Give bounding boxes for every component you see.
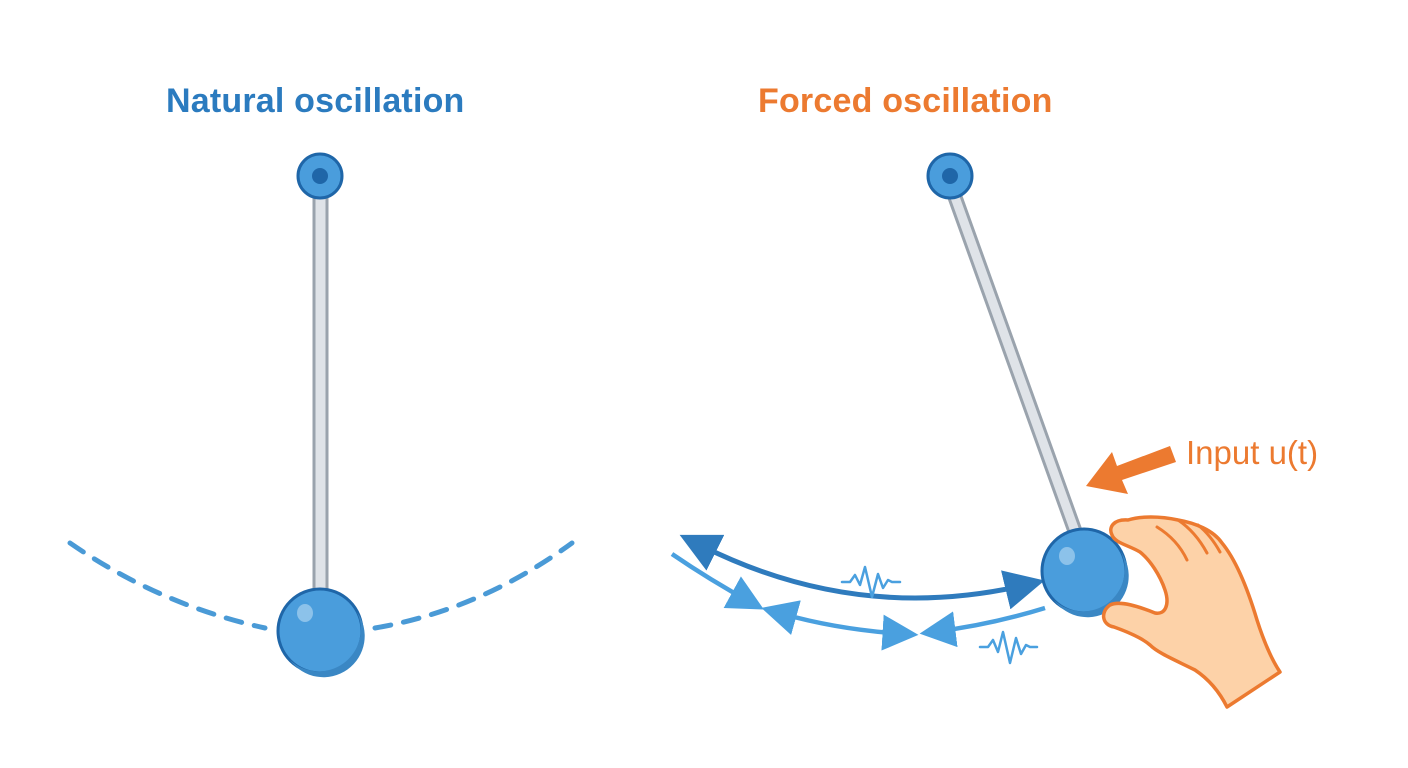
input-label: Input u(t) xyxy=(1186,434,1319,471)
pendulum-bob xyxy=(1040,527,1129,618)
motion-arrow-light-1 xyxy=(670,552,764,610)
forced-pendulum-rod xyxy=(943,178,1084,542)
pivot-icon xyxy=(926,152,974,200)
pendulum-bob xyxy=(276,587,365,678)
motion-arrow-light-3 xyxy=(919,605,1046,648)
motion-arrow-dark xyxy=(679,534,1045,610)
forced-pendulum xyxy=(670,152,1282,709)
motion-arrow-light-2 xyxy=(761,600,919,651)
pendulum-rod xyxy=(312,188,329,602)
pivot-icon xyxy=(296,152,344,200)
vibration-icon xyxy=(978,630,1039,665)
hand-icon xyxy=(1101,515,1282,709)
input-arrow-icon xyxy=(1086,446,1176,494)
vibration-icon xyxy=(840,565,902,599)
natural-oscillation-title: Natural oscillation xyxy=(166,82,465,120)
swing-arc-left xyxy=(67,540,268,631)
natural-pendulum xyxy=(67,152,575,678)
forced-oscillation-title: Forced oscillation xyxy=(758,82,1053,120)
swing-arc-right xyxy=(372,540,575,631)
